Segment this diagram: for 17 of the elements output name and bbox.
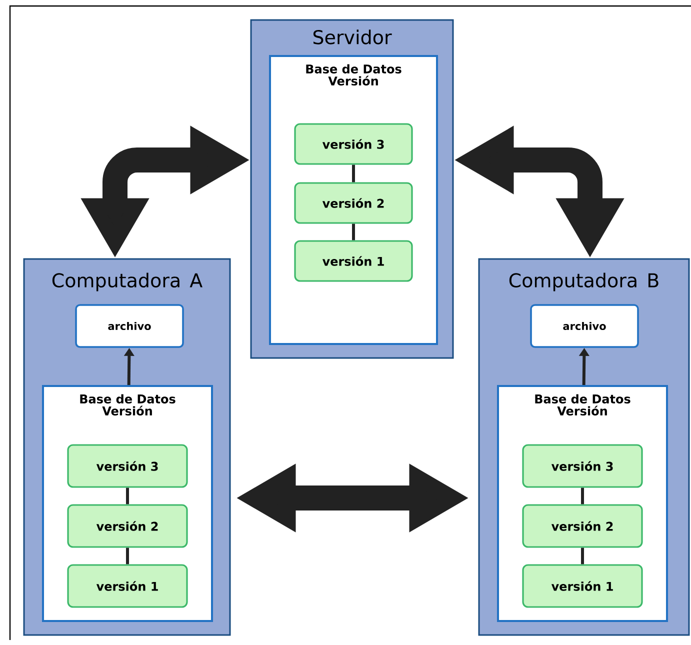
connector-line [352, 224, 355, 240]
version-box: versión 2 [67, 504, 188, 548]
file-box: archivo [530, 304, 639, 348]
version-box: versión 3 [522, 444, 643, 488]
connector-line [581, 488, 584, 504]
version-box: versión 1 [522, 564, 643, 608]
version-box: versión 1 [294, 240, 413, 282]
connector-line [581, 548, 584, 564]
version-box: versión 3 [294, 123, 413, 165]
version-box: versión 2 [522, 504, 643, 548]
file-box: archivo [75, 304, 184, 348]
version-box: versión 1 [67, 564, 188, 608]
connector-line [352, 164, 355, 182]
version-box: versión 3 [67, 444, 188, 488]
version-box: versión 2 [294, 182, 413, 224]
connector-line [126, 488, 129, 504]
connector-line [126, 548, 129, 564]
